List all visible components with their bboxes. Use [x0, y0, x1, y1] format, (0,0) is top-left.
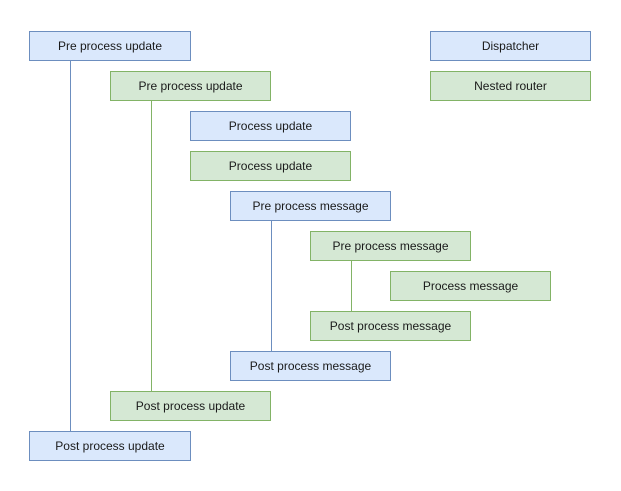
- process-node[interactable]: Pre process update: [29, 31, 191, 61]
- process-node[interactable]: Post process update: [110, 391, 271, 421]
- process-node-label: Pre process message: [252, 199, 369, 213]
- process-node-label: Post process message: [329, 319, 452, 333]
- process-node[interactable]: Post process message: [310, 311, 471, 341]
- process-node-label: Post process update: [135, 399, 246, 413]
- process-node-label: Post process update: [55, 439, 165, 453]
- connector-line: [351, 261, 352, 311]
- process-node[interactable]: Pre process update: [110, 71, 271, 101]
- legend-item-label: Dispatcher: [481, 39, 540, 53]
- process-node-label: Post process message: [249, 359, 372, 373]
- connector-line: [151, 101, 152, 391]
- process-node[interactable]: Process update: [190, 111, 351, 141]
- process-node[interactable]: Pre process message: [230, 191, 391, 221]
- legend-item-green[interactable]: Nested router: [430, 71, 591, 101]
- legend-item-blue[interactable]: Dispatcher: [430, 31, 591, 61]
- process-node[interactable]: Post process message: [230, 351, 391, 381]
- process-node-label: Process update: [228, 159, 313, 173]
- process-node-label: Pre process message: [332, 239, 449, 253]
- process-node-label: Pre process update: [57, 39, 163, 53]
- process-node-label: Pre process update: [138, 79, 243, 93]
- process-node-label: Process message: [422, 279, 519, 293]
- process-node[interactable]: Pre process message: [310, 231, 471, 261]
- legend-item-label: Nested router: [474, 79, 547, 93]
- connector-line: [70, 61, 71, 431]
- process-node[interactable]: Process update: [190, 151, 351, 181]
- process-node[interactable]: Process message: [390, 271, 551, 301]
- process-node[interactable]: Post process update: [29, 431, 191, 461]
- connector-line: [271, 221, 272, 351]
- process-node-label: Process update: [228, 119, 313, 133]
